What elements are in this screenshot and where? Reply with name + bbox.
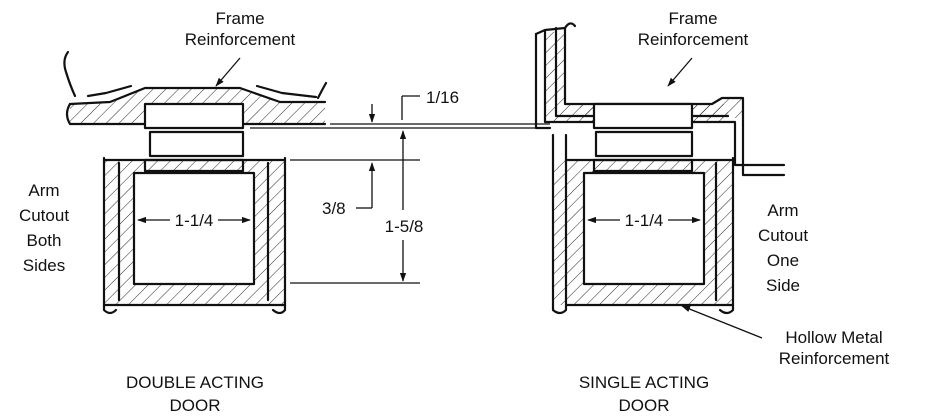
left-pivot-washer [148, 130, 245, 158]
left-pivot-top-block [143, 102, 245, 130]
left-break-line [63, 50, 77, 98]
left-door-cavity [132, 171, 256, 286]
left-door-cavity-fill [134, 173, 254, 284]
label-double-acting-1: DOUBLE ACTING [126, 373, 264, 392]
left-frame-outline [68, 86, 327, 106]
dimension-annotations: 1/16 3/8 1-5/8 [250, 88, 550, 284]
dim-1-16: 1/16 [426, 88, 459, 107]
label-hollow-metal-1: Hollow Metal [785, 328, 882, 347]
leader-hollow-metal [681, 305, 763, 339]
label-arm-one-4: Side [766, 276, 800, 295]
label-frame-right-1: Frame [668, 9, 717, 28]
right-frame-break [563, 22, 577, 30]
label-double-acting-2: DOOR [170, 396, 221, 415]
label-arm-one-2: Cutout [758, 226, 808, 245]
label-frame-left-2: Reinforcement [185, 30, 296, 49]
right-break-line [316, 81, 328, 100]
left-dim-1-1-4: 1-1/4 [175, 211, 214, 230]
label-frame-right-2: Reinforcement [638, 30, 749, 49]
right-frame-stop [534, 32, 552, 130]
right-door-left-wall [551, 133, 568, 315]
label-arm-both-4: Sides [23, 256, 66, 275]
left-door-outer-left [102, 156, 118, 315]
dim-3-8: 3/8 [322, 199, 346, 218]
label-arm-one-1: Arm [767, 201, 798, 220]
right-door-cavity-fill [584, 173, 704, 284]
label-arm-both-3: Both [27, 231, 62, 250]
left-frame-bottom-edge [65, 102, 327, 126]
right-dim-1-1-4: 1-1/4 [625, 211, 664, 230]
right-frame-inner-line [563, 26, 786, 177]
label-arm-both-1: Arm [28, 181, 59, 200]
label-frame-left-1: Frame [215, 9, 264, 28]
label-arm-one-3: One [767, 251, 799, 270]
right-door-outer-right [718, 156, 735, 315]
double-acting-assembly: 1-1/4 [63, 50, 328, 315]
right-pivot-top-block [592, 102, 694, 130]
label-single-acting-2: DOOR [619, 396, 670, 415]
label-arm-both-2: Cutout [19, 206, 69, 225]
leader-right-frame [667, 57, 693, 87]
right-pivot-washer [594, 130, 694, 158]
label-hollow-metal-2: Reinforcement [779, 349, 890, 368]
single-acting-assembly: 1-1/4 [534, 22, 786, 315]
right-door-cavity [582, 171, 706, 286]
left-door-outer-right [271, 156, 287, 315]
dim-1-5-8: 1-5/8 [385, 217, 424, 236]
left-frame-inner-line [86, 84, 318, 99]
leader-left-frame [215, 57, 241, 87]
label-single-acting-1: SINGLE ACTING [579, 373, 709, 392]
